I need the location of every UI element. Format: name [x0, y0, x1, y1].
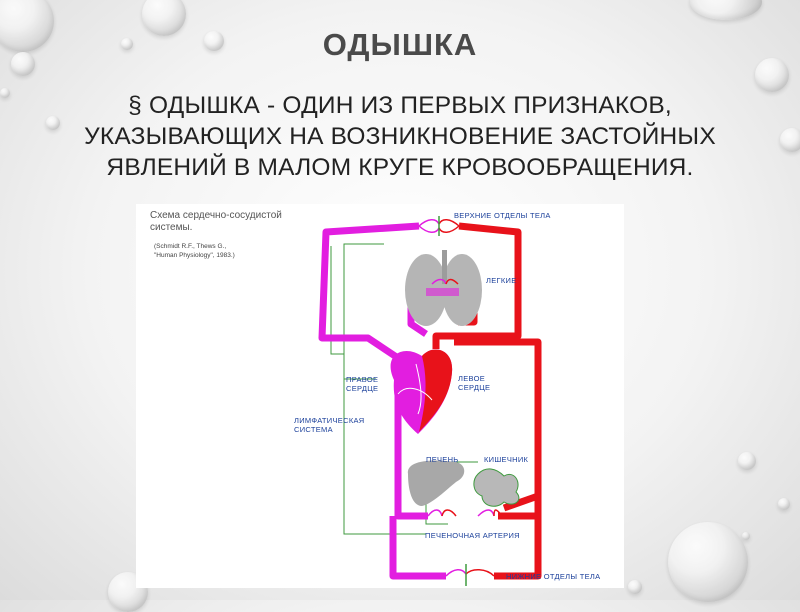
water-drop-decoration [742, 532, 750, 540]
body-line-2: УКАЗЫВАЮЩИХ НА ВОЗНИКНОВЕНИЕ ЗАСТОЙНЫХ [40, 121, 760, 152]
label-left-heart: ЛЕВОЕ СЕРДЦЕ [458, 374, 490, 392]
label-lymph-system: ЛИМФАТИЧЕСКАЯ СИСТЕМА [294, 416, 365, 434]
water-drop-decoration [0, 88, 10, 98]
label-lungs: ЛЕГКИЕ [486, 276, 517, 285]
water-drop-decoration [755, 58, 789, 92]
lower-capillaries [446, 564, 494, 586]
bullet-marker: § [128, 92, 142, 119]
slide-title: ОДЫШКА [0, 27, 800, 63]
label-hepatic-artery: ПЕЧЕНОЧНАЯ АРТЕРИЯ [425, 531, 520, 540]
liver-capillaries [428, 510, 456, 516]
label-lower-body: НИЖНИЕ ОТДЕЛЫ ТЕЛА [506, 572, 600, 581]
circulatory-diagram: Схема сердечно-сосудистой системы. (Schm… [136, 204, 624, 588]
figure-source: (Schmidt R.F., Thews G., "Human Physiolo… [154, 242, 354, 260]
label-right-heart: ПРАВОЕ СЕРДЦЕ [346, 375, 378, 393]
upper-capillaries [419, 216, 459, 236]
water-drop-decoration [668, 522, 748, 602]
body-text: § ОДЫШКА - ОДИН ИЗ ПЕРВЫХ ПРИЗНАКОВ, УКА… [40, 90, 760, 183]
body-line-3: ЯВЛЕНИЙ В МАЛОМ КРУГЕ КРОВООБРАЩЕНИЯ. [40, 152, 760, 183]
label-liver: ПЕЧЕНЬ [426, 455, 459, 464]
body-line-1: § ОДЫШКА - ОДИН ИЗ ПЕРВЫХ ПРИЗНАКОВ, [40, 90, 760, 121]
water-drop-decoration [780, 128, 800, 152]
liver-and-intestine [408, 461, 519, 507]
water-drop-decoration [778, 498, 790, 510]
label-upper-body: ВЕРХНИЕ ОТДЕЛЫ ТЕЛА [454, 211, 551, 220]
water-drop-decoration [690, 0, 762, 20]
water-drop-decoration [628, 580, 642, 594]
figure-caption: Схема сердечно-сосудистой системы. [150, 210, 350, 234]
label-intestine: КИШЕЧНИК [484, 455, 528, 464]
circulation-svg [136, 204, 624, 588]
water-drop-decoration [738, 452, 756, 470]
